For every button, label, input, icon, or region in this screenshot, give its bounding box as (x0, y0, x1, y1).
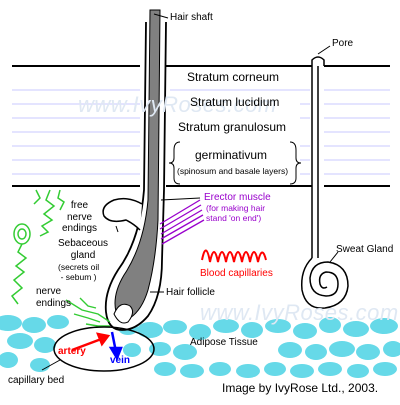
label-gland: gland (70, 249, 96, 261)
label-stratum-corneum: Stratum corneum (187, 70, 280, 84)
sebaceous-gland (102, 197, 143, 231)
capillary-bed (53, 326, 155, 372)
label-adipose-tissue: Adipose Tissue (190, 337, 258, 348)
label-hair-follicle: Hair follicle (166, 287, 215, 298)
leader-lines (41, 13, 339, 371)
label-nerve-2: nerve (36, 286, 62, 297)
label-endings-2: endings (36, 297, 72, 309)
label-free-nerve-endings: free nerve endings (62, 200, 97, 235)
label-capillary-bed: capillary bed (8, 375, 65, 386)
free-nerve-endings (33, 189, 65, 237)
nerve-endings (65, 297, 111, 327)
sweat-gland (300, 56, 349, 309)
label-stratum-granulosum: Stratum granulosum (178, 120, 287, 134)
watermark-top: www.IvyRoses.com (78, 92, 277, 117)
image-credit: Image by IvyRose Ltd., 2003. (222, 381, 379, 395)
label-free: free (70, 200, 89, 211)
epidermis-boundaries (12, 65, 390, 187)
adipose-tissue-cells (0, 315, 400, 378)
label-sweat-gland: Sweat Gland (336, 244, 394, 255)
germinativum-braces (168, 141, 302, 185)
hair-papilla (113, 303, 134, 324)
erector-muscle (159, 199, 205, 245)
label-germinativum-sub: (spinosum and basale layers) (177, 166, 289, 176)
label-pore: Pore (332, 38, 354, 49)
sensory-nerve (10, 223, 31, 305)
label-sebaceous-gland-sub: (secrets oil - sebum ) (58, 262, 100, 283)
epidermis-layer-lines (12, 89, 390, 175)
label-nerve: nerve (67, 211, 93, 223)
label-erector-muscle-sub-2: stand 'on end') (206, 212, 262, 223)
label-germinativum: germinativum (195, 148, 268, 162)
vein-vessel (108, 331, 123, 361)
label-endings: endings (62, 223, 98, 234)
label-secrets-oil: (secrets oil (58, 262, 100, 272)
label-erector-muscle: Erector muscle (204, 192, 271, 203)
label-stratum-lucidium: Stratum lucidium (190, 95, 280, 109)
label-erector-muscle-sub: (for making hair stand 'on end') (206, 203, 266, 224)
label-hair-shaft: Hair shaft (170, 12, 213, 23)
label-sebum: - sebum ) (60, 271, 97, 282)
label-artery: artery (58, 346, 86, 357)
label-vein: vein (110, 355, 131, 366)
label-blood-capillaries: Blood capillaries (200, 268, 273, 279)
watermark-bottom: www.IvyRoses.com (200, 300, 399, 325)
label-erector-muscle-sub-1: (for making hair (206, 203, 266, 213)
artery-vessel (71, 332, 111, 352)
label-sebaceous-gland: Sebaceous gland (58, 238, 108, 261)
blood-capillaries (201, 249, 267, 263)
label-nerve-endings: nerve endings (36, 286, 71, 309)
label-sebaceous: Sebaceous (58, 238, 109, 249)
